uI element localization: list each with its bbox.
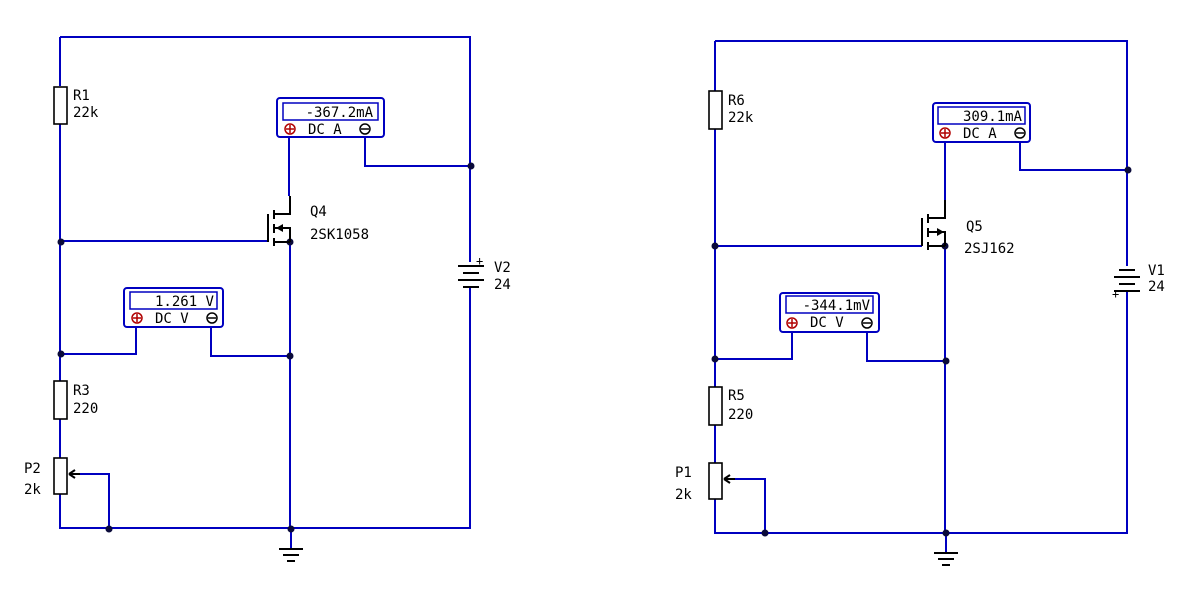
junction-dot xyxy=(57,350,65,358)
voltmeter-left[interactable]: 1.261 V DC V xyxy=(123,287,224,328)
v2-name: V2 xyxy=(494,260,511,276)
junction-dot xyxy=(761,529,769,537)
right-wires xyxy=(714,40,1128,552)
ammeter-right-reading: 309.1mA xyxy=(963,109,1023,125)
junction-dot xyxy=(286,352,294,360)
voltmeter-right-reading: -344.1mV xyxy=(803,298,871,314)
junction-dot xyxy=(287,525,295,533)
q5-part: 2SJ162 xyxy=(964,241,1015,257)
r3-value: 220 xyxy=(73,401,98,417)
ammeter-left-reading: -367.2mA xyxy=(306,105,374,121)
left-wires xyxy=(59,36,471,548)
ammeter-right-mode: DC A xyxy=(963,126,997,142)
junction-dot xyxy=(711,355,719,363)
potentiometer-p1[interactable]: P1 2k xyxy=(675,462,735,503)
resistor-r6[interactable]: R6 22k xyxy=(708,90,754,130)
junction-dot xyxy=(942,529,950,537)
potentiometer-p2[interactable]: P2 2k xyxy=(24,457,80,498)
r6-name: R6 xyxy=(728,93,745,109)
battery-v1[interactable]: + V1 24 xyxy=(1112,263,1165,301)
junction-dot xyxy=(711,242,719,250)
r1-name: R1 xyxy=(73,88,90,104)
r5-name: R5 xyxy=(728,388,745,404)
voltmeter-right-mode: DC V xyxy=(810,315,844,331)
r3-name: R3 xyxy=(73,383,90,399)
ground-symbol xyxy=(934,552,958,566)
left-circuit: R1 22k R3 220 P2 2k Q4 2SK1058 xyxy=(24,36,511,562)
left-junctions xyxy=(57,162,475,533)
right-circuit: R6 22k R5 220 P1 2k Q5 2SJ162 xyxy=(675,40,1165,566)
q4-name: Q4 xyxy=(310,204,327,220)
v2-polarity: + xyxy=(476,254,483,268)
ground-symbol xyxy=(279,548,303,562)
q4-part: 2SK1058 xyxy=(310,227,369,243)
ammeter-left[interactable]: -367.2mA DC A xyxy=(276,97,385,138)
r6-value: 22k xyxy=(728,110,754,126)
v1-polarity: + xyxy=(1112,287,1119,301)
r1-value: 22k xyxy=(73,105,99,121)
junction-dot xyxy=(105,525,113,533)
v2-value: 24 xyxy=(494,277,511,293)
v1-value: 24 xyxy=(1148,279,1165,295)
p2-value: 2k xyxy=(24,482,41,498)
mosfet-q5[interactable]: Q5 2SJ162 xyxy=(921,200,1015,257)
right-junctions xyxy=(711,166,1132,537)
resistor-r3[interactable]: R3 220 xyxy=(53,380,98,420)
junction-dot xyxy=(942,357,950,365)
r5-value: 220 xyxy=(728,407,753,423)
ammeter-left-mode: DC A xyxy=(308,122,342,138)
junction-dot xyxy=(1124,166,1132,174)
resistor-r1[interactable]: R1 22k xyxy=(53,86,99,125)
p2-name: P2 xyxy=(24,461,41,477)
p1-name: P1 xyxy=(675,465,692,481)
voltmeter-left-reading: 1.261 V xyxy=(155,294,215,310)
voltmeter-right[interactable]: -344.1mV DC V xyxy=(779,292,880,333)
resistor-r5[interactable]: R5 220 xyxy=(708,386,753,426)
junction-dot xyxy=(57,238,65,246)
v1-name: V1 xyxy=(1148,263,1165,279)
ammeter-right[interactable]: 309.1mA DC A xyxy=(932,102,1031,143)
p1-value: 2k xyxy=(675,487,692,503)
q5-name: Q5 xyxy=(966,219,983,235)
voltmeter-left-mode: DC V xyxy=(155,311,189,327)
junction-dot xyxy=(467,162,475,170)
battery-v2[interactable]: + V2 24 xyxy=(458,254,511,293)
mosfet-q4[interactable]: Q4 2SK1058 xyxy=(267,196,369,246)
